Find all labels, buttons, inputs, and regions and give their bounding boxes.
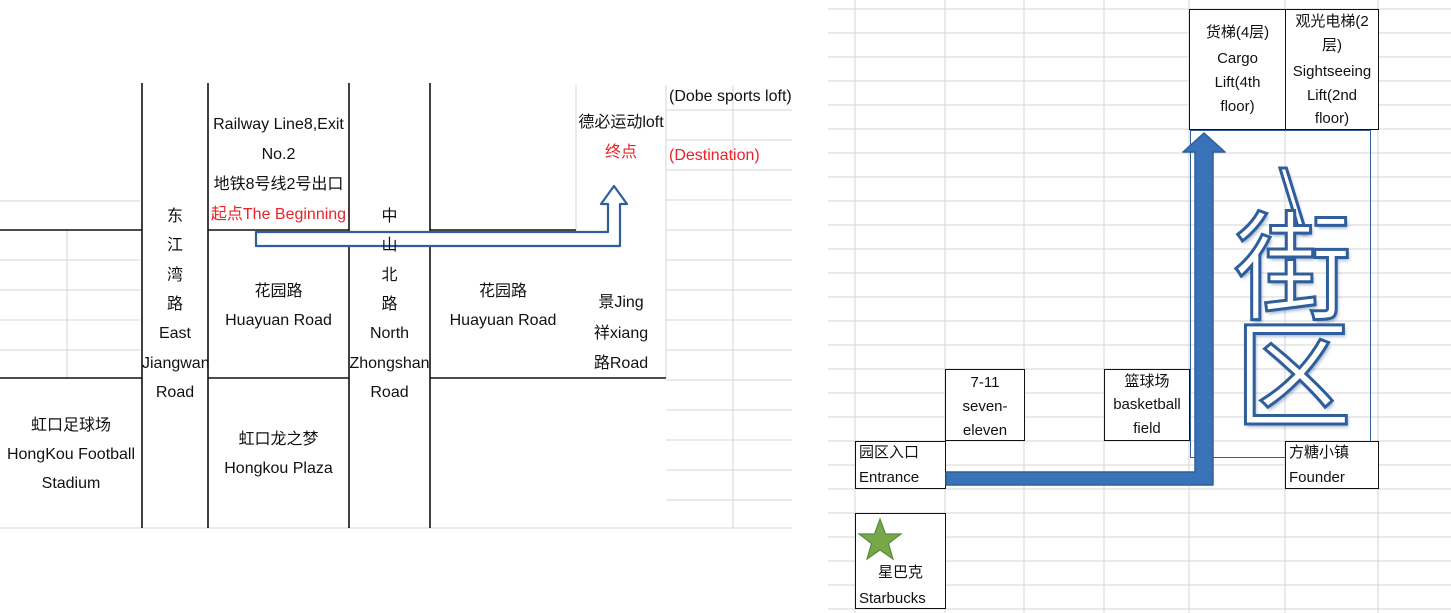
north-zhongshan-road-en-2: Zhongshan [349,355,430,372]
basketball-field-line-3: field [1133,420,1161,437]
north-zhongshan-road-en-1: North [369,325,410,342]
entrance-cn: 园区入口 [859,444,920,461]
north-zhongshan-road-cn-1: 中 [381,208,398,225]
cargo-lift-line-4: floor) [1220,98,1255,115]
start-label: 起点The Beginning [210,206,347,223]
seven-eleven-line-2: seven- [962,398,1008,415]
north-zhongshan-road-cn-4: 路 [381,296,398,313]
seven-eleven-box: 7-11 seven- eleven [945,369,1025,441]
huayuan-road-en-right: Huayuan Road [449,312,557,329]
street-map-panel: Railway Line8,Exit No.2 地铁8号线2号出口 起点The … [0,83,792,529]
huayuan-road-cn-right: 花园路 [478,283,527,300]
spreadsheet-grid [0,83,792,529]
starbucks-en: Starbucks [859,590,926,607]
cargo-lift-box: 货梯(4层) Cargo Lift(4th floor) [1189,9,1286,130]
district-glyph-1: \ [1278,154,1307,244]
north-zhongshan-road-cn-2: 山 [381,237,398,254]
huayuan-road-cn-left: 花园路 [254,283,303,300]
seven-eleven-line-3: eleven [962,422,1008,439]
east-jiangwan-road-en-1: East [158,325,191,342]
jingxiang-road-3: 路Road [593,355,649,372]
founder-box: 方糖小镇 Founder [1285,441,1379,489]
road-edges [0,83,666,528]
basketball-field-line-2: basketball [1113,396,1181,413]
route-arrow [254,184,629,248]
sightseeing-lift-line-2: 层) [1322,37,1342,54]
jingxiang-road-1: 景Jing [598,294,644,311]
basketball-field-box: 篮球场 basketball field [1104,369,1190,441]
starbucks-box: 星巴克 Starbucks [855,513,946,609]
star-icon [857,517,903,561]
plaza-cn: 虹口龙之梦 [238,431,319,448]
east-jiangwan-road-cn-1: 东 [166,208,183,225]
seven-eleven-line-1: 7-11 [970,374,1000,391]
huayuan-road-en-left: Huayuan Road [225,312,332,329]
founder-cn: 方糖小镇 [1289,444,1350,461]
stadium-en-2: Stadium [41,475,101,492]
destination-name-en: (Dobe sports loft) [669,88,792,105]
east-jiangwan-road-cn-3: 湾 [166,267,183,284]
east-jiangwan-road-cn-4: 路 [166,296,183,313]
starbucks-cn: 星巴克 [877,564,923,581]
district-glyph-3: 区 [1232,308,1353,446]
sightseeing-lift-box: 观光电梯(2 层) Sightseeing Lift(2nd floor) [1285,9,1379,130]
sightseeing-lift-line-1: 观光电梯(2 [1295,13,1369,30]
start-line-2: No.2 [261,146,296,163]
jingxiang-road-2: 祥xiang [593,325,649,342]
destination-name-cn: 德必运动loft [578,114,664,131]
cargo-lift-line-2: Cargo [1217,50,1258,67]
sightseeing-lift-line-5: floor) [1314,110,1350,127]
cargo-lift-line-3: Lift(4th [1214,74,1261,91]
east-jiangwan-road-en-3: Road [155,384,195,401]
plaza-en: Hongkou Plaza [224,460,333,477]
stadium-en-1: HongKou Football [6,446,136,463]
north-zhongshan-road-en-3: Road [370,384,409,401]
start-line-3: 地铁8号线2号出口 [213,176,344,193]
destination-end-cn: 终点 [604,144,637,161]
destination-end-en: (Destination) [669,147,760,164]
sightseeing-lift-line-3: Sightseeing [1292,63,1372,80]
entrance-box: 园区入口 Entrance [855,441,946,489]
founder-en: Founder [1289,469,1345,486]
stadium-cn: 虹口足球场 [30,417,111,434]
entrance-en: Entrance [859,469,920,486]
district-glyph-2: 街 [1232,200,1353,338]
east-jiangwan-road-cn-2: 江 [166,237,183,254]
north-zhongshan-road-cn-3: 北 [381,267,398,284]
sightseeing-lift-line-4: Lift(2nd [1306,87,1358,104]
site-plan-panel: \ 街 区 货梯(4层) Cargo Lift(4th floor) 观光电梯(… [828,0,1451,613]
east-jiangwan-road-en-2: Jiangwan [142,355,210,372]
start-line-1: Railway Line8,Exit [213,116,344,133]
cargo-lift-line-1: 货梯(4层) [1205,24,1270,41]
